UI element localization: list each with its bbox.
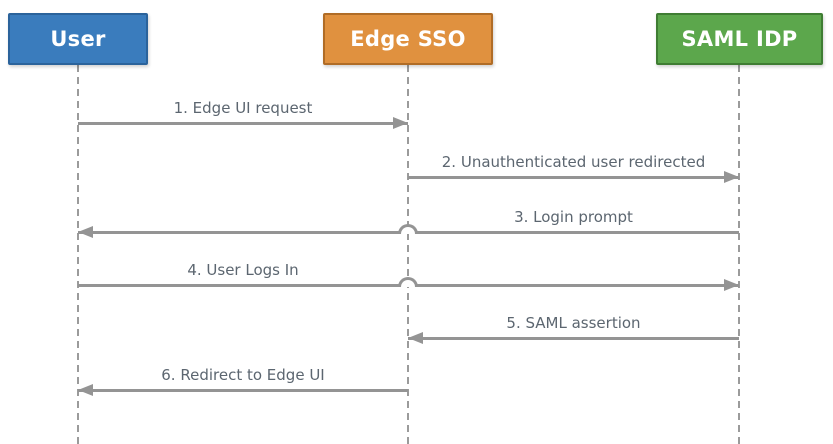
message-1-label: 1. Edge UI request [173, 99, 313, 117]
actor-user-box: User [8, 13, 148, 65]
message-2-label: 2. Unauthenticated user redirected [441, 153, 706, 171]
actor-user-label: User [50, 27, 106, 51]
arrowhead-right-icon [724, 171, 739, 183]
message-1-line [78, 122, 408, 125]
message-5-line [408, 337, 739, 340]
actor-edge-sso-box: Edge SSO [323, 13, 493, 65]
lifeline-saml-idp [738, 65, 740, 444]
message-4-label: 4. User Logs In [187, 261, 299, 279]
message-6-line [78, 389, 408, 392]
arrowhead-left-icon [78, 226, 93, 238]
message-5-label: 5. SAML assertion [506, 314, 641, 332]
message-6-label: 6. Redirect to Edge UI [161, 366, 325, 384]
line-hop [398, 224, 418, 234]
actor-saml-idp-label: SAML IDP [681, 27, 798, 51]
arrowhead-left-icon [78, 384, 93, 396]
arrowhead-left-icon [408, 332, 423, 344]
message-3-label: 3. Login prompt [514, 208, 633, 226]
actor-edge-sso-label: Edge SSO [350, 27, 466, 51]
message-2-line [408, 176, 739, 179]
arrowhead-right-icon [724, 279, 739, 291]
lifeline-user [77, 65, 79, 444]
lifeline-edge-sso [407, 65, 409, 444]
line-hop [398, 277, 418, 287]
arrowhead-right-icon [393, 117, 408, 129]
actor-saml-idp-box: SAML IDP [656, 13, 823, 65]
